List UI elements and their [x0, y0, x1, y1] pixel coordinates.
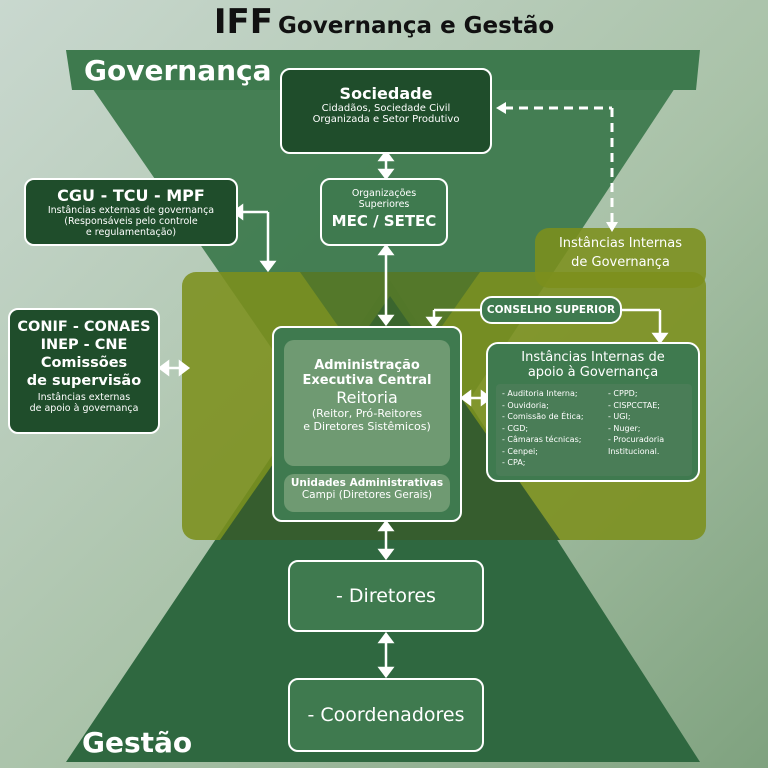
coordenadores-box: - Coordenadores — [288, 678, 484, 752]
apoio-right-list: - CPPD; - CISPCCTAE; - UGI; - Nuger; - P… — [608, 388, 690, 457]
conif-box: CONIF - CONAES INEP - CNE Comissões de s… — [8, 308, 160, 434]
unidades-line2: Campi (Diretores Gerais) — [301, 489, 433, 501]
apoio-title2: apoio à Governança — [527, 365, 659, 380]
cgu-title: CGU - TCU - MPF — [57, 186, 205, 205]
conif-line1: CONIF - CONAES — [17, 319, 151, 335]
conif-small2: de apoio à governança — [29, 403, 139, 414]
conif-small1: Instâncias externas — [37, 392, 131, 403]
apoio-list-panel: - Auditoria Interna; - Ouvidoria; - Comi… — [496, 384, 692, 476]
apoio-item: - CPA; — [502, 458, 526, 467]
internas-line1: Instâncias Internas — [558, 236, 683, 251]
apoio-item: - Ouvidoria; — [502, 400, 549, 410]
apoio-item: - Comissão de Ética; — [502, 412, 584, 421]
internas-line2: de Governança — [571, 255, 670, 270]
apoio-left-list: - Auditoria Interna; - Ouvidoria; - Comi… — [502, 388, 606, 469]
apoio-item: - CGD; — [502, 423, 529, 433]
cgu-line3: e regulamentação) — [85, 227, 177, 238]
governanca-label: Governança — [84, 54, 272, 87]
conselho-superior-box: CONSELHO SUPERIOR — [480, 296, 622, 324]
title-sub: Governança e Gestão — [278, 13, 555, 39]
apoio-item: - CPPD; — [608, 389, 638, 398]
cgu-line2: (Responsáveis pelo controle — [64, 216, 198, 227]
apoio-item: - Cenpei; — [502, 446, 538, 456]
apoio-item: - UGI; — [608, 412, 631, 421]
admin-line2: Executiva Central — [302, 373, 432, 388]
mec-small1: Organizações — [351, 188, 417, 199]
cgu-box: CGU - TCU - MPF Instâncias externas de g… — [24, 178, 238, 246]
mec-title: MEC / SETEC — [331, 212, 437, 230]
sociedade-title: Sociedade — [339, 84, 433, 103]
sociedade-box: Sociedade Cidadãos, Sociedade Civil Orga… — [280, 68, 492, 154]
unidades-panel: Unidades Administrativas Campi (Diretore… — [284, 474, 450, 512]
reitoria-panel: Administração Executiva Central Reitoria… — [284, 340, 450, 466]
apoio-item: Institucional. — [608, 446, 660, 456]
cgu-line1: Instâncias externas de governança — [47, 205, 215, 216]
page-title: IFF Governança e Gestão — [0, 2, 768, 42]
conif-line4: de supervisão — [26, 373, 142, 389]
conif-line2: INEP - CNE — [40, 337, 128, 353]
reitoria-label: Reitoria — [336, 388, 398, 407]
apoio-title1: Instâncias Internas de — [521, 350, 665, 365]
diretores-box: - Diretores — [288, 560, 484, 632]
title-main: IFF — [213, 2, 273, 42]
apoio-item: - Procuradoria — [608, 435, 665, 444]
unidades-line1: Unidades Administrativas — [290, 477, 444, 489]
apoio-item: - CISPCCTAE; — [608, 400, 660, 410]
admin-line1: Administração — [314, 358, 420, 373]
internas-label: Instâncias Internas de Governança — [535, 234, 706, 272]
sociedade-line1: Cidadãos, Sociedade Civil — [321, 103, 451, 114]
apoio-item: - Nuger; — [608, 423, 641, 433]
admin-box: Administração Executiva Central Reitoria… — [272, 326, 462, 522]
admin-sub1: (Reitor, Pró-Reitores — [311, 407, 423, 420]
mec-small2: Superiores — [358, 199, 410, 210]
apoio-item: - Câmaras técnicas; — [502, 435, 582, 444]
conif-line3: Comissões — [40, 355, 128, 371]
sociedade-line2: Organizada e Setor Produtivo — [312, 114, 460, 125]
admin-sub2: e Diretores Sistêmicos) — [303, 420, 431, 433]
apoio-item: - Auditoria Interna; — [502, 389, 578, 398]
gestao-label: Gestão — [82, 726, 193, 759]
apoio-box: Instâncias Internas de apoio à Governanç… — [486, 342, 700, 482]
mec-box: Organizações Superiores MEC / SETEC — [320, 178, 448, 246]
